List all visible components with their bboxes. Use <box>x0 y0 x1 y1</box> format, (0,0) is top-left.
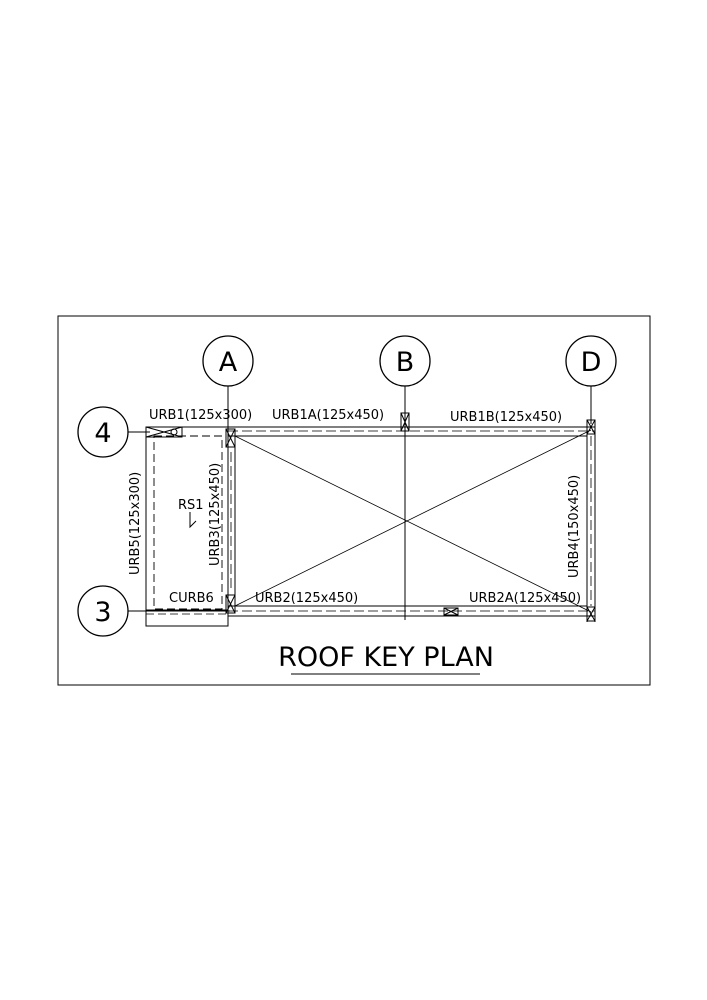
grid-label-b: B <box>396 347 415 378</box>
slab-label-rs1: RS1 <box>178 498 204 513</box>
column-marker-a-bottom <box>225 594 236 614</box>
beam-label-urb1b: URB1B(125x450) <box>450 410 562 425</box>
grid-label-4: 4 <box>94 418 111 449</box>
grid-bubble-b: B <box>379 335 431 620</box>
grid-label-a: A <box>219 347 238 378</box>
main-bay-outline <box>227 426 596 626</box>
beam-label-urb2a: URB2A(125x450) <box>469 591 581 606</box>
sheet-border <box>57 315 651 686</box>
column-marker-b-top <box>400 412 410 432</box>
grid-bubble-3: 3 <box>77 585 230 637</box>
beam-label-curb6: CURB6 <box>169 591 214 606</box>
column-marker-a-top <box>225 428 236 448</box>
column-marker-d-bottom <box>586 606 596 622</box>
grid-bubble-d: D <box>565 335 617 424</box>
beam-label-urb1: URB1(125x300) <box>149 408 252 423</box>
plan-title: ROOF KEY PLAN <box>278 642 494 673</box>
grid-label-d: D <box>581 347 602 378</box>
beam-label-urb4: URB4(150x450) <box>567 475 582 578</box>
grid-label-3: 3 <box>94 597 111 628</box>
bay-diagonals <box>234 429 592 613</box>
column-marker-d-top <box>586 419 596 435</box>
column-marker-urb1 <box>145 426 183 438</box>
beam-label-urb5: URB5(125x300) <box>128 472 143 575</box>
slab-span-arrow <box>189 512 197 529</box>
grid-bubble-4: 4 <box>77 406 150 458</box>
beam-label-urb2: URB2(125x450) <box>255 591 358 606</box>
beam-label-urb3: URB3(125x450) <box>208 463 223 566</box>
column-marker-urb2a <box>443 607 459 616</box>
grid-bubble-a: A <box>202 335 254 430</box>
beam-label-urb1a: URB1A(125x450) <box>272 408 384 423</box>
